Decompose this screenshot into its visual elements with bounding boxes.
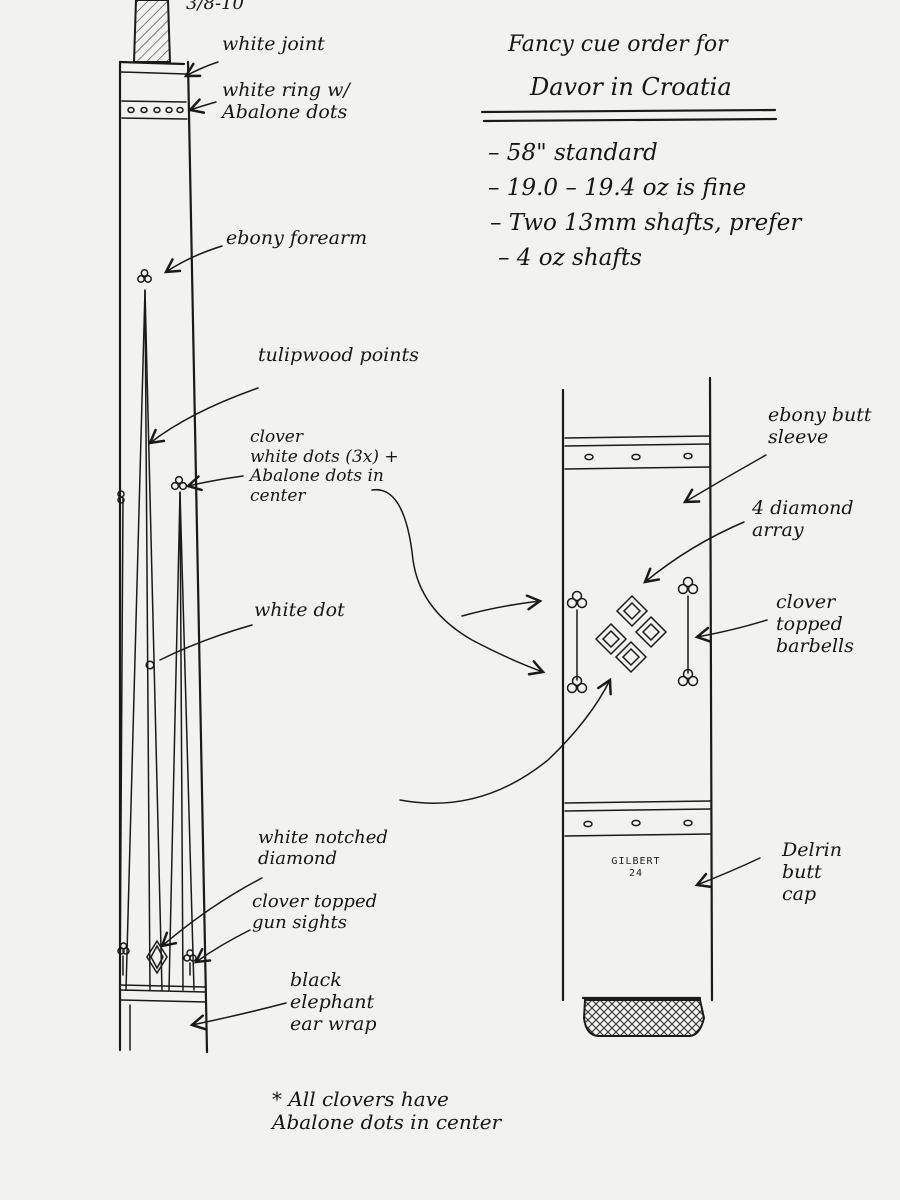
notched-diamond-inlay bbox=[146, 939, 168, 975]
label-clover-barbells: clover topped barbells bbox=[776, 591, 854, 657]
bottom-ring-dots bbox=[583, 819, 693, 828]
label-delrin-butt-cap: Delrin butt cap bbox=[782, 839, 842, 905]
footnote: * All clovers have Abalone dots in cente… bbox=[272, 1087, 502, 1134]
shaft-stub bbox=[132, 0, 172, 63]
label-ebony-forearm: ebony forearm bbox=[226, 227, 368, 249]
label-black-wrap: black elephant ear wrap bbox=[290, 969, 377, 1035]
white-joint-top bbox=[118, 60, 186, 66]
date-note: 3/8-10 bbox=[186, 0, 244, 14]
order-title-line1: Fancy cue order for bbox=[508, 32, 728, 57]
ring-top bbox=[121, 100, 187, 103]
clover-left-edge bbox=[117, 490, 125, 504]
stamp-line2: 24 bbox=[628, 867, 644, 879]
title-underline-2 bbox=[482, 117, 778, 123]
spec-length: – 58" standard bbox=[488, 140, 658, 166]
forearm-right-edge bbox=[186, 60, 209, 1054]
leader-arrows bbox=[147, 61, 768, 1031]
order-title-line2: Davor in Croatia bbox=[530, 73, 732, 101]
rubber-bumper bbox=[582, 999, 706, 1037]
label-white-joint: white joint bbox=[222, 33, 325, 55]
spec-shafts: – Two 13mm shafts, prefer bbox=[490, 210, 802, 236]
wrap-top-line-2 bbox=[119, 989, 206, 993]
wrap-top-line-1 bbox=[119, 984, 206, 988]
label-clover-gun-sights: clover topped gun sights bbox=[252, 891, 378, 933]
gun-sights bbox=[117, 942, 197, 976]
clover-right-point bbox=[170, 475, 188, 491]
ring-bottom bbox=[121, 117, 188, 120]
title-underline-1 bbox=[480, 108, 777, 114]
ring-dots bbox=[127, 106, 184, 114]
white-dot-inlay bbox=[145, 660, 155, 670]
label-tulipwood-points: tulipwood points bbox=[258, 344, 419, 366]
left-barbell bbox=[566, 590, 588, 694]
label-white-notched-diamond: white notched diamond bbox=[258, 827, 388, 869]
spec-weight: – 19.0 – 19.4 oz is fine bbox=[488, 175, 747, 201]
spec-shaft-weight: – 4 oz shafts bbox=[498, 245, 642, 271]
top-ring-dots bbox=[584, 452, 693, 461]
maker-stamp: GILBERT 24 bbox=[596, 856, 676, 879]
sleeve-right-edge bbox=[708, 376, 714, 1002]
wrap-top-line-3 bbox=[119, 999, 207, 1003]
label-white-dot: white dot bbox=[254, 599, 345, 621]
white-joint-bottom bbox=[120, 71, 187, 75]
label-four-diamond-array: 4 diamond array bbox=[752, 497, 854, 541]
clover-top-point bbox=[137, 269, 152, 283]
stamp-line1: GILBERT bbox=[611, 856, 661, 867]
cue-forearm-drawing bbox=[117, 0, 209, 1054]
butt-sleeve-drawing bbox=[561, 376, 714, 1037]
label-clover-dots: clover white dots (3x) + Abalone dots in… bbox=[250, 427, 399, 506]
right-barbell bbox=[677, 576, 699, 687]
label-ebony-butt-sleeve: ebony butt sleeve bbox=[768, 404, 872, 448]
tulipwood-points bbox=[119, 289, 195, 991]
label-white-ring: white ring w/ Abalone dots bbox=[222, 79, 350, 123]
four-diamond-array bbox=[594, 594, 668, 674]
